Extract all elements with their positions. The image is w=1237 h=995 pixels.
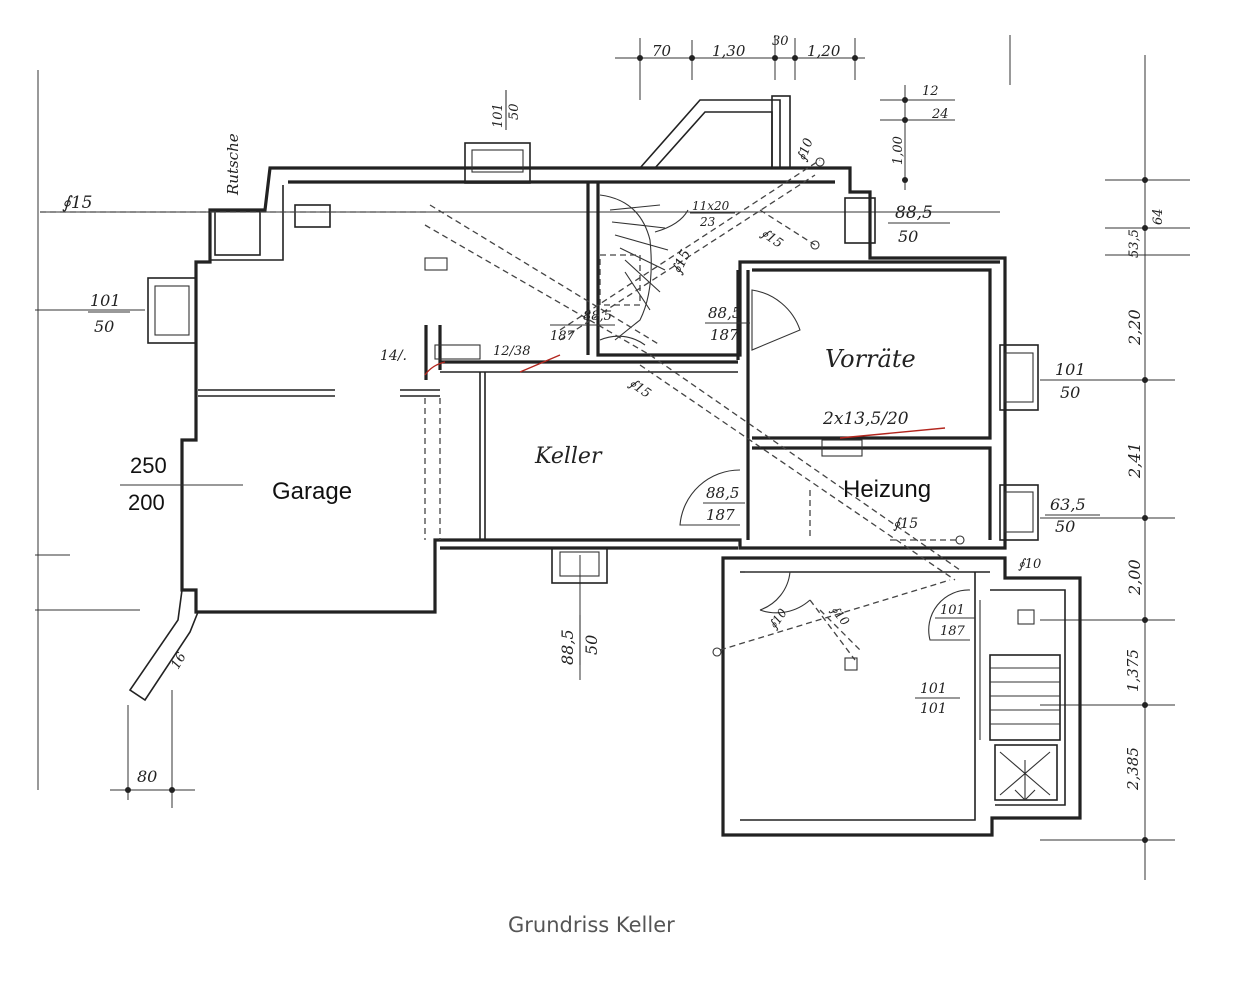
door-right2-den: 101 [920,701,947,717]
right-small-dimensions: 12 24 1,00 [891,84,949,165]
door-vorraete-num: 88,5 [708,304,741,322]
window-labels: 101 50 101 50 88,5 50 101 50 63,5 50 88,… [88,90,1100,665]
window-left-num: 101 [90,291,121,310]
dim-right-0: 53,5 [1127,229,1142,258]
pipe-15-diag: ∮15 [626,376,654,402]
door-stair-den: 187 [550,329,576,344]
vent-14-note: 14/. [380,348,407,364]
garage-label: Garage [272,478,352,505]
dim-bottom-left: 80 [137,767,157,786]
top-dimensions: 70 1,30 30 1,20 [652,34,841,60]
pipe-10-top: ∮10 [795,136,817,163]
window-heizung-num: 63,5 [1050,495,1086,514]
windows [147,142,1039,584]
dim-top-1: 1,30 [712,42,746,60]
outer-walls [128,95,1082,837]
pipe-10-a: ∮10 [766,606,790,632]
window-top-num: 101 [491,103,506,128]
door-vorraete-den: 187 [710,326,739,344]
pipe-15-left: ∮15 [62,193,93,213]
pipe-10-right: ∮10 [1018,557,1041,572]
dim-top-2: 30 [772,34,789,49]
door-right-den: 187 [940,624,966,639]
dim-right-4: 2,00 [1125,559,1144,596]
dim-right-small-2: 1,00 [891,136,906,165]
vorraete-label: Vorräte [825,345,916,373]
pipe-15-stair: ∮15 [669,247,694,277]
spiral-stairs [599,194,689,341]
window-bottom-den: 50 [582,635,601,655]
door-right-num: 101 [940,603,965,618]
dim-right-2: 2,20 [1125,309,1144,346]
notes: ∮15 ∮15 ∮15 ∮15 ∮15 ∮10 ∮10 ∮10 ∮10 2x13… [62,136,1041,786]
stairs-num: 11x20 [692,199,730,213]
window-right-upper-den: 50 [898,227,918,246]
keller-label: Keller [534,444,603,469]
dim-right-5: 1,375 [1124,649,1142,692]
dim-right-small-0: 12 [922,84,939,99]
stairs-den: 23 [699,215,716,229]
chimney-note: 2x13,5/20 [822,409,909,429]
n-16-note: 16 [168,650,189,672]
pipes [40,157,1035,671]
vent-12-note: 12/38 [493,344,530,359]
dim-right-6: 2,385 [1124,747,1142,791]
pipe-15-right: ∮15 [758,226,786,252]
straight-stairs [979,600,1061,801]
garage-opening-top: 250 [130,453,167,478]
door-right2-num: 101 [920,681,947,697]
dim-right-1: 64 [1151,208,1166,225]
dimension-frame [35,35,1190,880]
heizung-label: Heizung [843,476,931,503]
right-dimensions: 53,5 64 2,20 2,41 2,00 1,375 2,385 [1124,208,1166,791]
pipe-15-heiz: ∮15 [893,516,918,532]
plan-caption: Grundriss Keller [508,913,675,937]
dim-right-small-1: 24 [931,107,949,122]
window-bottom-num: 88,5 [558,629,577,665]
door-keller-num: 88,5 [706,484,739,502]
dim-right-3: 2,41 [1125,442,1144,479]
garage-opening-bottom: 200 [128,490,165,515]
dim-top-3: 1,20 [807,42,841,60]
door-keller-den: 187 [706,506,735,524]
red-annotations [424,354,946,439]
window-vorraete-den: 50 [1060,383,1080,402]
dim-top-0: 70 [652,42,672,60]
window-left-den: 50 [94,317,114,336]
window-top-den: 50 [507,103,522,120]
window-vorraete-num: 101 [1055,360,1086,379]
door-labels: 88,5 187 88,5 187 88,5 187 101 187 101 1… [550,304,975,717]
pipe-10-b: ∮10 [828,603,853,629]
rutsche-label: Rutsche [224,133,242,196]
window-right-upper-num: 88,5 [895,203,933,223]
doors [599,289,971,641]
door-stair-num: 88,5 [583,309,612,324]
window-heizung-den: 50 [1055,517,1075,536]
